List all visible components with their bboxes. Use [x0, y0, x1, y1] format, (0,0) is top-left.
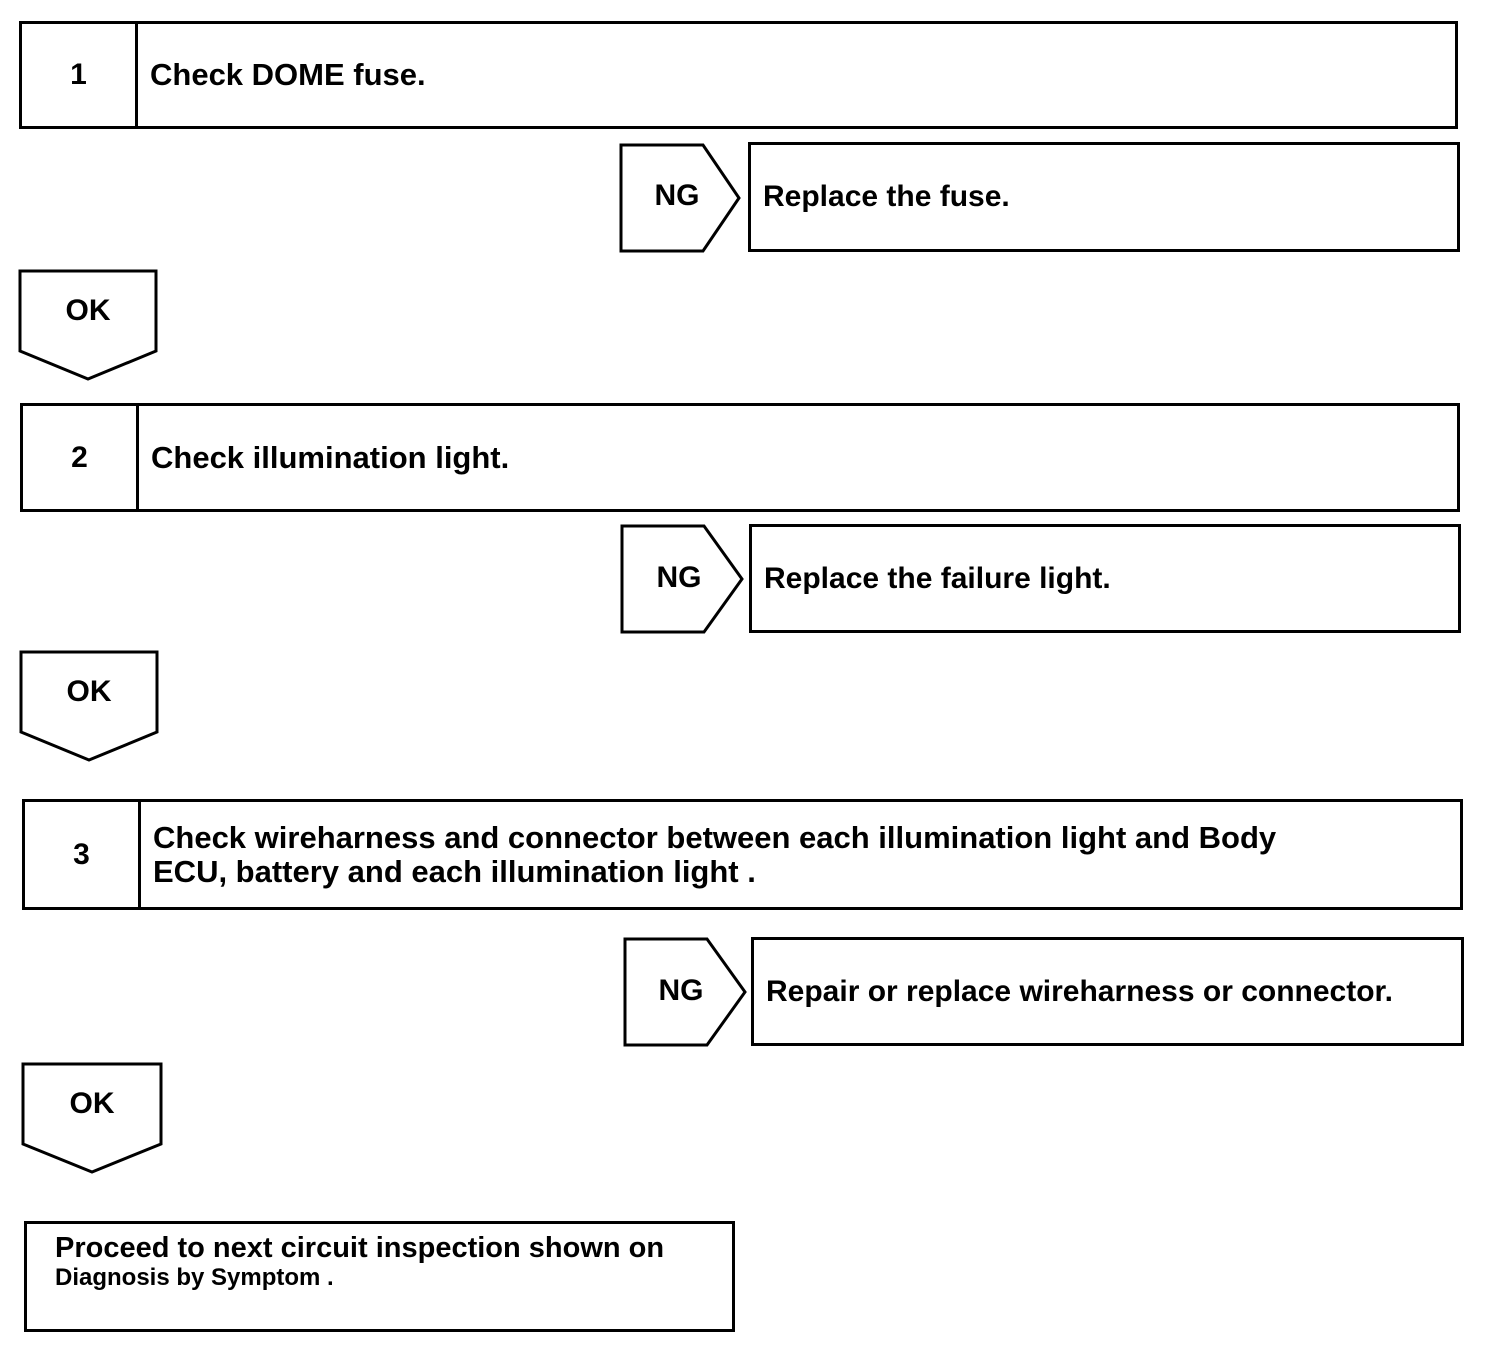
- final-line-2: Diagnosis by Symptom .: [55, 1264, 334, 1291]
- ng-2-action-box: Replace the failure light.: [749, 524, 1461, 633]
- step-3-box: 3 Check wireharness and connector betwee…: [22, 799, 1463, 910]
- ng-2-label: NG: [656, 561, 702, 594]
- step-2-text: Check illumination light.: [151, 439, 510, 475]
- step-1-text: Check DOME fuse.: [150, 57, 426, 92]
- ng-3-action-box: Repair or replace wireharness or connect…: [751, 937, 1464, 1046]
- ok-2-arrow: [19, 650, 159, 762]
- ok-2-label: OK: [66, 675, 112, 708]
- ng-3-arrow: [623, 937, 747, 1047]
- ok-1-arrow: [18, 269, 158, 381]
- ng-1-label: NG: [654, 179, 700, 212]
- ok-3-arrow: [21, 1062, 163, 1174]
- final-line-1: Proceed to next circuit inspection shown…: [55, 1232, 665, 1264]
- ng-1-action-box: Replace the fuse.: [748, 142, 1460, 252]
- step-3-number: 3: [25, 802, 141, 907]
- step-3-text: Check wireharness and connector between …: [153, 819, 1277, 889]
- step-1-number: 1: [22, 24, 138, 126]
- step-2-number: 2: [23, 406, 139, 509]
- ng-1-arrow: [619, 143, 741, 253]
- step-1-box: 1 Check DOME fuse.: [19, 21, 1458, 129]
- ng-2-arrow: [620, 524, 744, 634]
- ok-1-label: OK: [65, 294, 111, 327]
- ok-3-label: OK: [69, 1087, 115, 1120]
- final-box: Proceed to next circuit inspection shown…: [24, 1221, 735, 1332]
- ng-3-label: NG: [658, 974, 704, 1007]
- step-2-box: 2 Check illumination light.: [20, 403, 1460, 512]
